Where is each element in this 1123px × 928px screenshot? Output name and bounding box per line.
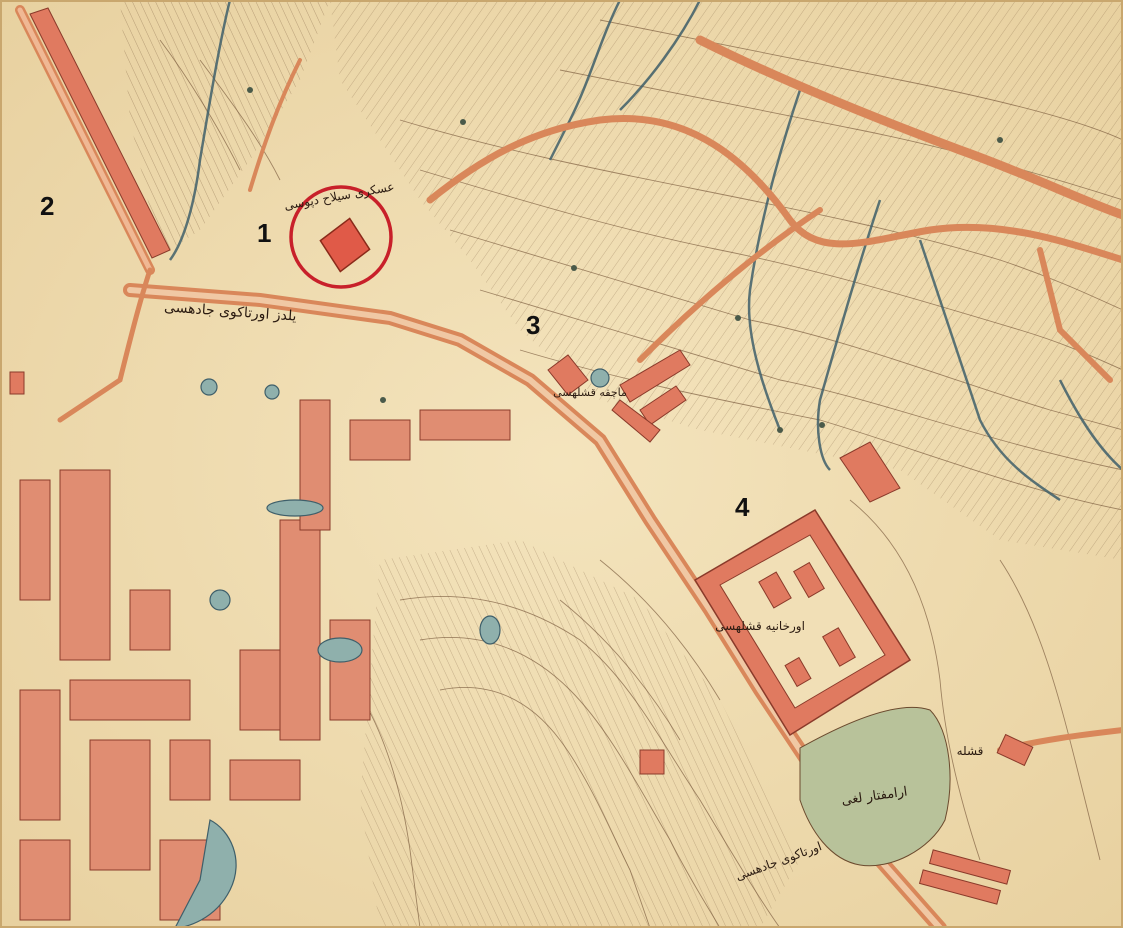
weapons-depot-building — [319, 217, 371, 273]
long-barracks-building — [29, 7, 171, 259]
scattered-buildings — [9, 349, 1034, 905]
orhaniye-barracks — [693, 508, 912, 737]
garden-ponds — [174, 368, 610, 928]
annotation-orhaniye: اورخانيه قشلهسى — [715, 619, 805, 634]
marker-label-4: 4 — [735, 492, 750, 522]
green-garden — [799, 706, 951, 867]
highlight-circle — [289, 185, 393, 289]
marker-label-2: 2 — [40, 191, 55, 221]
trees — [247, 87, 1003, 433]
palace-complex — [19, 399, 511, 921]
streams — [168, 0, 1123, 502]
hill-terrain-south — [360, 540, 800, 928]
marker-label-1: 1 — [257, 218, 272, 248]
hill-terrain-northwest — [120, 0, 330, 250]
annotation-small-barracks: ماچقه قشلهسى — [553, 386, 627, 399]
contour-lines — [159, 19, 1123, 928]
marker-label-3: 3 — [526, 310, 541, 340]
annotation-kishla-right: قشله — [957, 744, 984, 758]
